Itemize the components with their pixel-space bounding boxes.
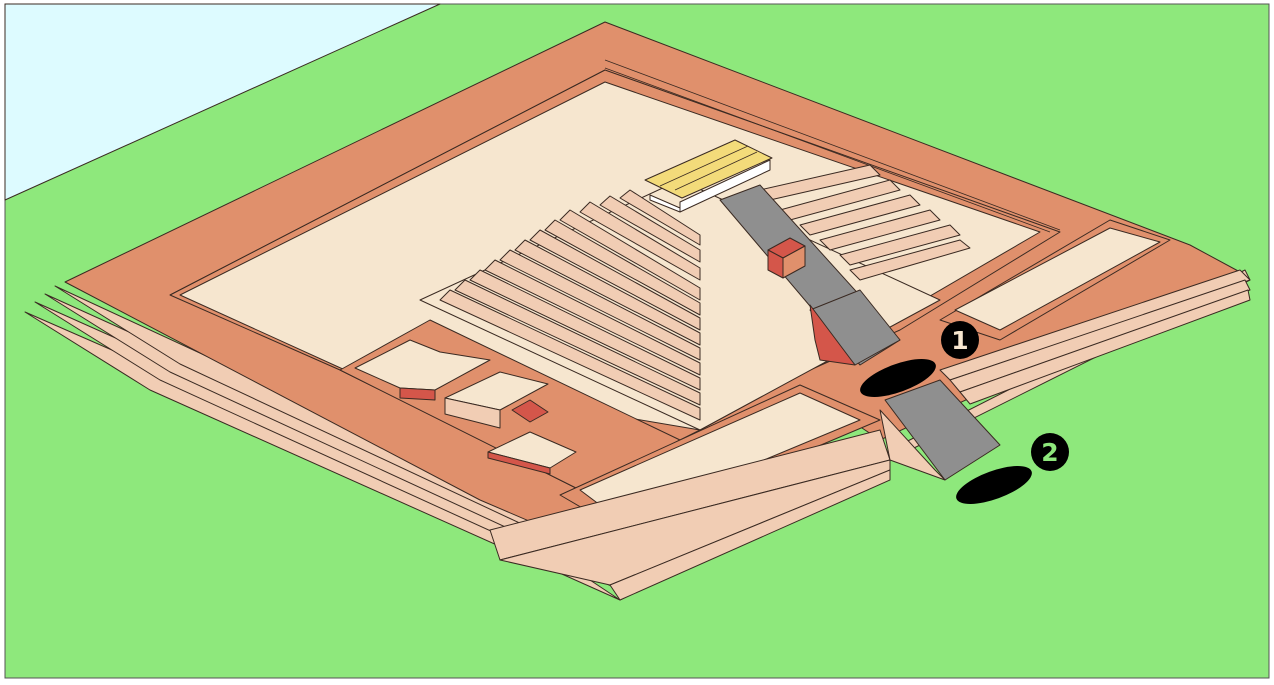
marker-2-blob <box>956 466 1032 504</box>
marker-1-label: 1 <box>951 326 968 355</box>
temple-roof <box>644 139 773 199</box>
courtyard-building-1 <box>354 339 491 401</box>
front-platform <box>489 384 891 601</box>
marker-2: 2 <box>956 433 1069 504</box>
front-stairway <box>879 379 1001 481</box>
marker-1-blob <box>860 359 936 397</box>
summit-temple <box>644 139 773 213</box>
marker-1-badge <box>941 321 979 359</box>
marker-2-label: 2 <box>1041 438 1058 467</box>
pyramid-main-stairway <box>719 184 901 366</box>
stairway-altar <box>767 237 806 279</box>
marker-2-badge <box>1031 433 1069 471</box>
marker-1: 1 <box>860 321 979 397</box>
courtyard-building-2 <box>444 371 549 429</box>
right-platform <box>939 219 1251 405</box>
courtyard-building-3 <box>487 431 577 475</box>
water-area <box>4 3 441 201</box>
